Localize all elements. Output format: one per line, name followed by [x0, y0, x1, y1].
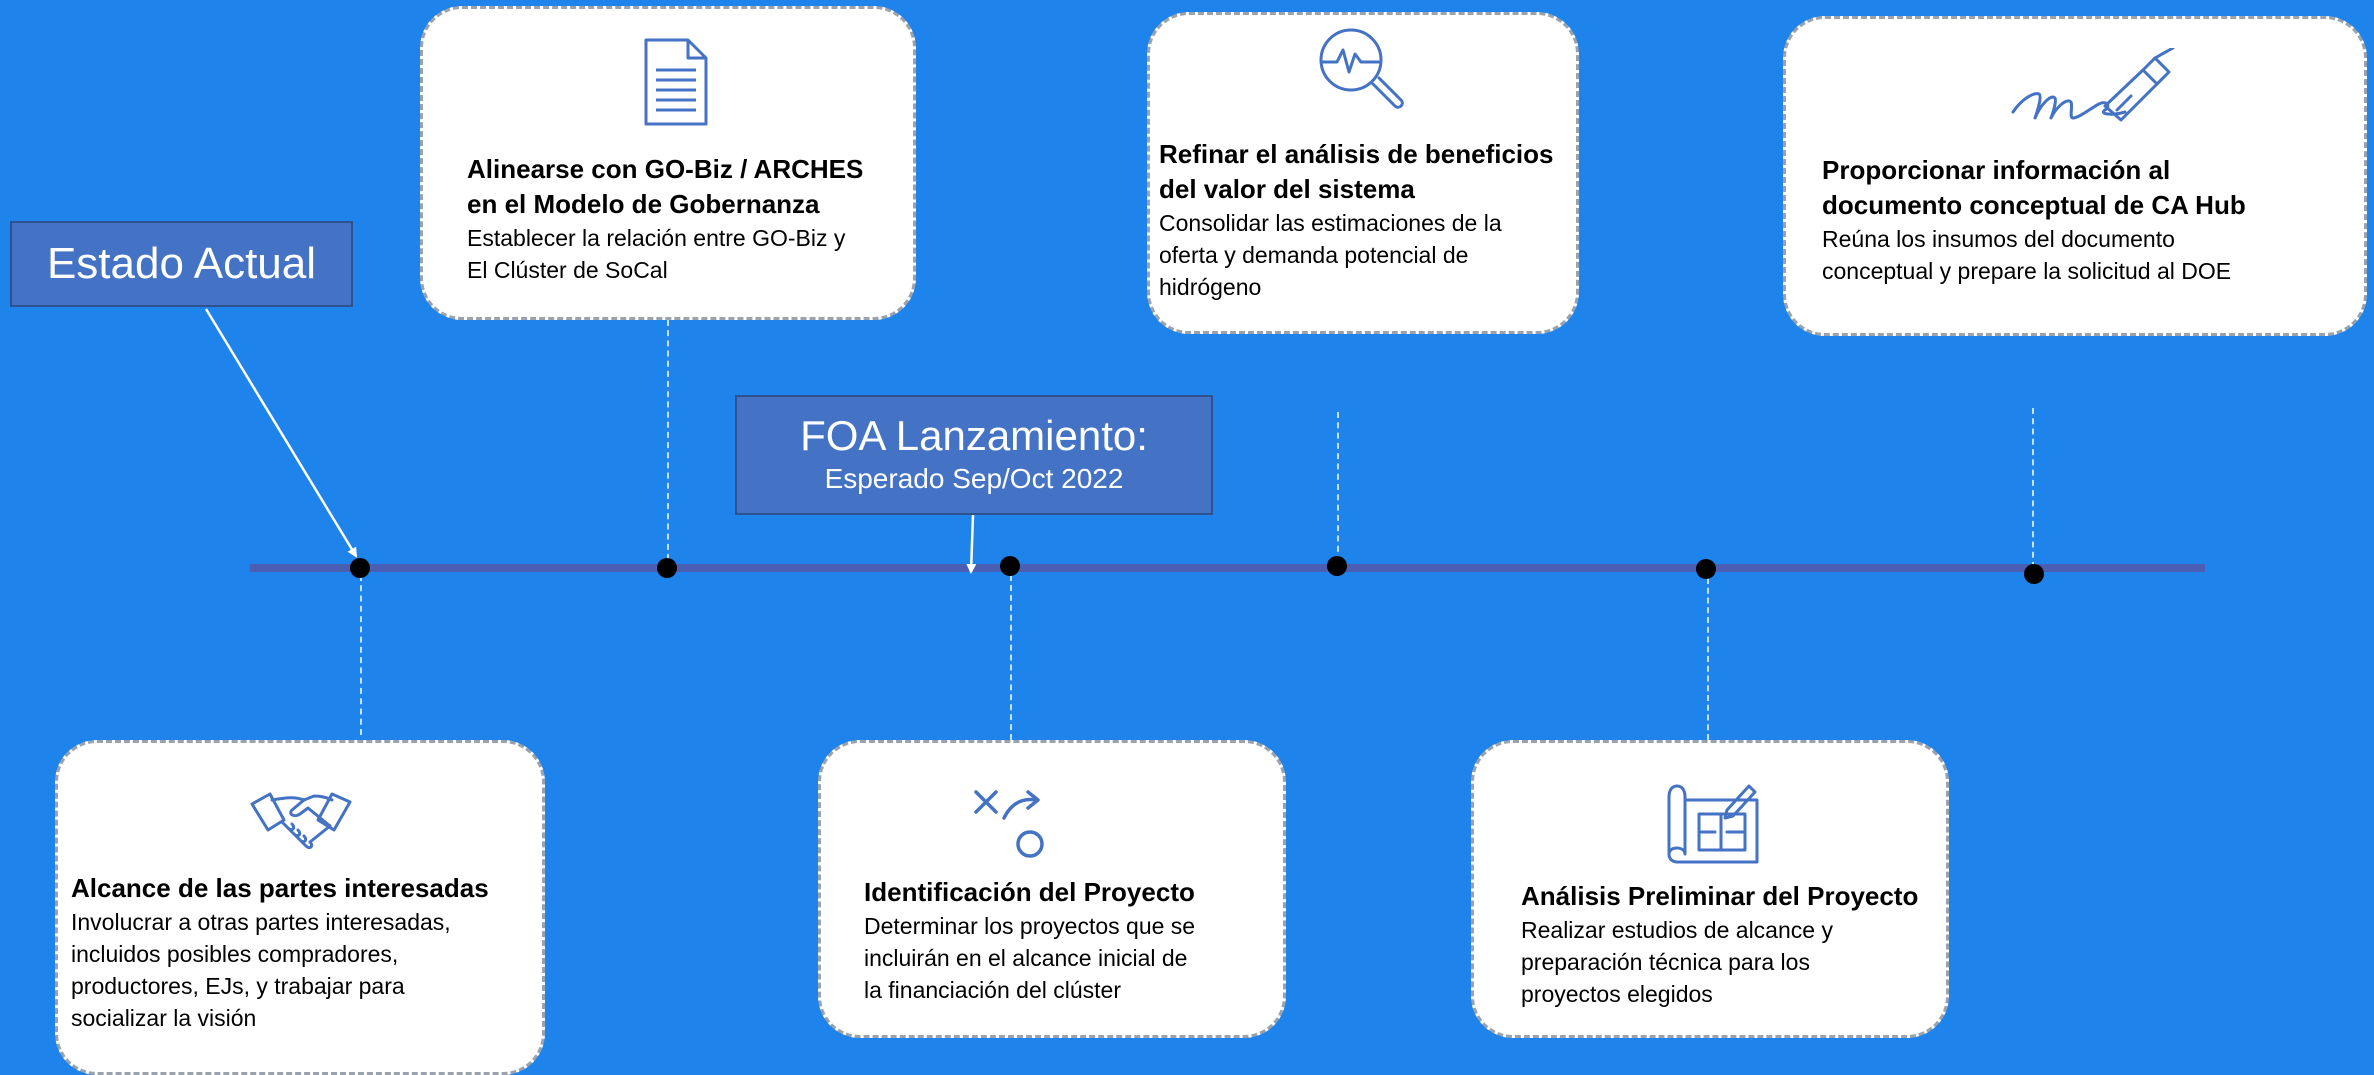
handshake-icon	[250, 792, 352, 850]
milestone-title: del valor del sistema	[1159, 174, 1415, 204]
milestone-title: Proporcionar información al	[1822, 155, 2171, 185]
status-arrow	[204, 308, 358, 558]
connector-line	[1337, 412, 1339, 562]
foa-title: FOA Lanzamiento:	[800, 412, 1148, 459]
milestone-description: la financiación del clúster	[864, 977, 1121, 1003]
status-callout: Estado Actual	[10, 221, 353, 307]
connector-line	[2032, 408, 2034, 568]
milestone-description: proyectos elegidos	[1521, 981, 1713, 1007]
magnifier-pulse-icon	[1319, 28, 1404, 109]
milestone-dot	[350, 558, 370, 578]
milestone-title: Alinearse con GO-Biz / ARCHES	[467, 154, 864, 184]
milestone-description: Reúna los insumos del documento	[1822, 226, 2175, 252]
milestone-description: incluidos posibles compradores,	[71, 941, 399, 967]
milestone-card	[1147, 12, 1579, 334]
foa-callout: FOA Lanzamiento: Esperado Sep/Oct 2022	[735, 395, 1213, 515]
milestone-description: incluirán en el alcance inicial de	[864, 945, 1188, 971]
milestone-title: Análisis Preliminar del Proyecto	[1521, 881, 1919, 911]
milestone-dot	[1696, 559, 1716, 579]
milestone-description: oferta y demanda potencial de	[1159, 242, 1469, 268]
milestone-description: Involucrar a otras partes interesadas,	[71, 909, 451, 935]
milestone-title: Refinar el análisis de beneficios	[1159, 139, 1554, 169]
milestone-dot	[1327, 556, 1347, 576]
timeline-line	[250, 564, 2205, 572]
connector-line	[667, 320, 669, 560]
milestone-card	[1783, 16, 2367, 336]
milestone-title: en el Modelo de Gobernanza	[467, 189, 820, 219]
connector-line	[1707, 578, 1709, 740]
milestone-description: conceptual y prepare la solicitud al DOE	[1822, 258, 2232, 284]
milestone-title: Identificación del Proyecto	[864, 877, 1195, 907]
foa-arrow	[966, 514, 977, 574]
milestone-description: hidrógeno	[1159, 274, 1262, 300]
strategy-icon	[974, 790, 1044, 858]
document-icon	[644, 38, 708, 126]
connector-line	[1010, 575, 1012, 740]
milestone-dot	[657, 558, 677, 578]
milestone-description: socializar la visión	[71, 1005, 257, 1031]
foa-subtitle: Esperado Sep/Oct 2022	[824, 463, 1124, 494]
milestone-card	[420, 6, 916, 320]
milestone-description: Realizar estudios de alcance y	[1521, 917, 1833, 943]
milestone-title: documento conceptual de CA Hub	[1822, 190, 2246, 220]
milestone-card	[1471, 740, 1949, 1038]
blueprint-icon	[1667, 784, 1759, 864]
milestone-description: El Clúster de SoCal	[467, 257, 668, 283]
milestone-description: Establecer la relación entre GO-Biz y	[467, 225, 846, 251]
milestone-description: productores, EJs, y trabajar para	[71, 973, 405, 999]
milestone-description: Consolidar las estimaciones de la	[1159, 210, 1502, 236]
milestone-dot	[2024, 564, 2044, 584]
signature-pen-icon	[2011, 48, 2175, 122]
milestone-card	[55, 740, 545, 1075]
connector-line	[360, 575, 362, 735]
milestone-dot	[1000, 556, 1020, 576]
milestone-description: Determinar los proyectos que se	[864, 913, 1196, 939]
milestone-card	[818, 740, 1286, 1038]
milestone-title: Alcance de las partes interesadas	[71, 873, 489, 903]
milestone-description: preparación técnica para los	[1521, 949, 1810, 975]
